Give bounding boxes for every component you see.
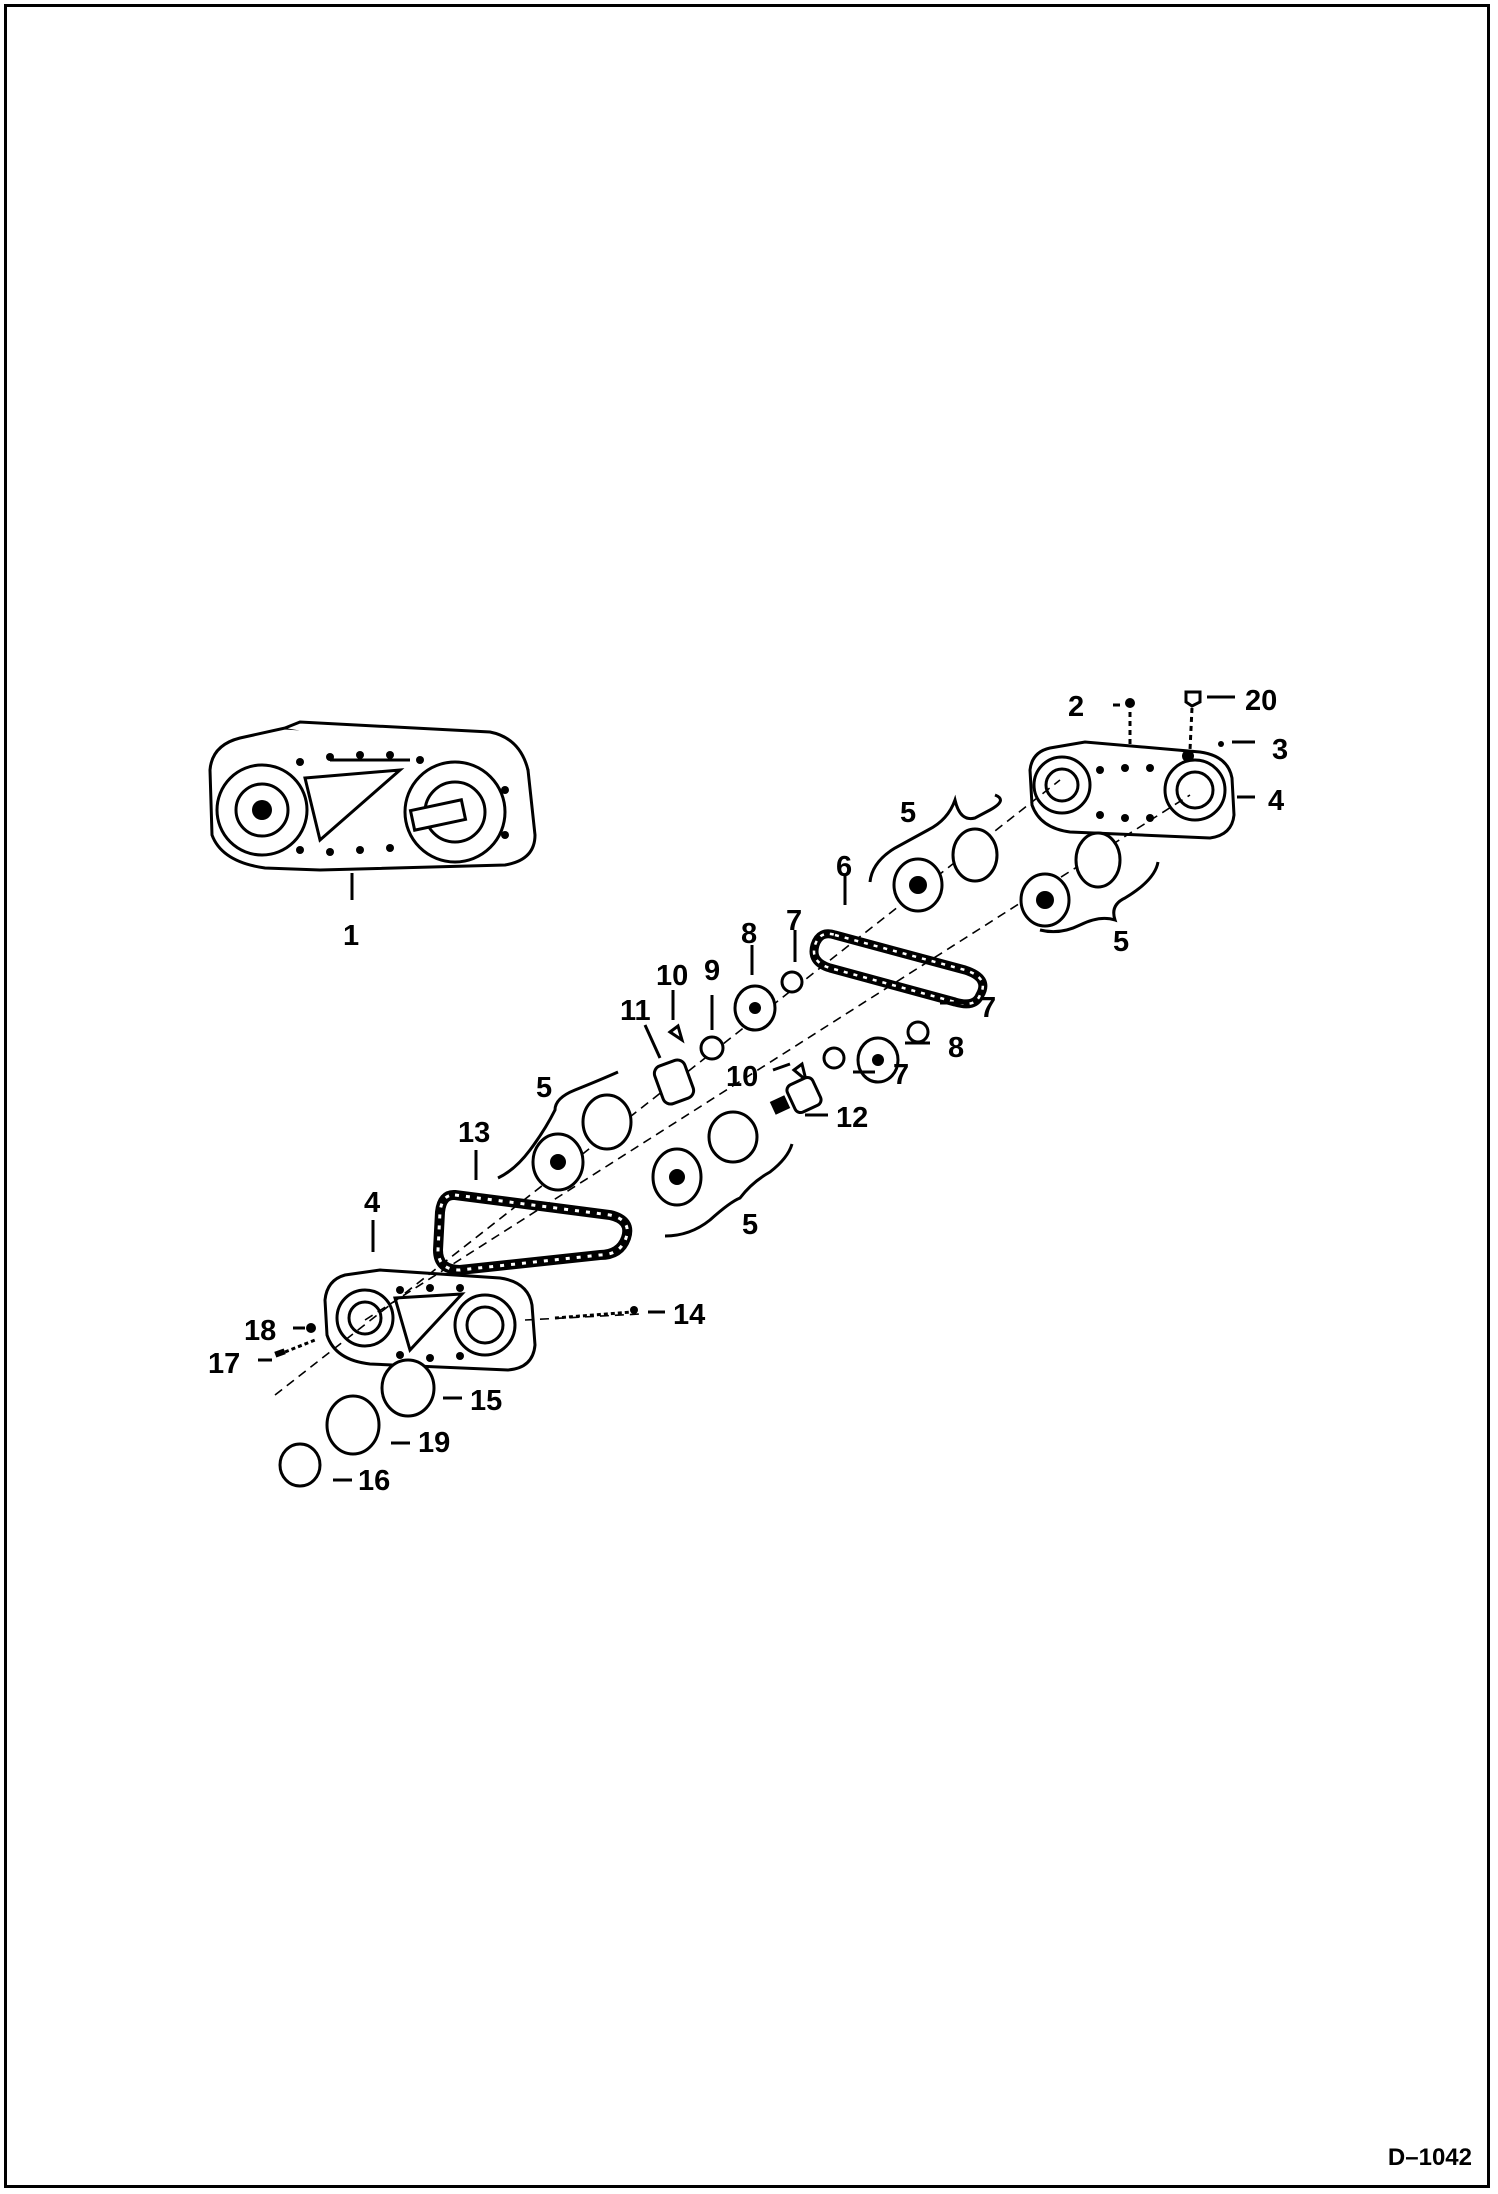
callout-10-lower: 10 [726, 1061, 758, 1093]
callout-3: 3 [1272, 734, 1288, 766]
callout-5-upper-left: 5 [900, 797, 916, 829]
drawing-number: D–1042 [1387, 2144, 1472, 2171]
callout-labels: 1 2 3 4 4 5 5 5 5 6 7 7 7 8 8 9 10 10 11… [208, 685, 1288, 1497]
leader-lines [258, 695, 1255, 1482]
callout-8-upper: 8 [741, 918, 757, 950]
callout-7-lower: 7 [893, 1059, 909, 1091]
diagram-border [4, 4, 1490, 2188]
bearing-cones [531, 857, 1071, 1207]
callout-17: 17 [208, 1348, 240, 1380]
callout-5-upper-right: 5 [1113, 926, 1129, 958]
assembled-chaincase [208, 720, 537, 900]
callout-15: 15 [470, 1385, 502, 1417]
callout-1: 1 [343, 920, 359, 952]
seals-and-hardware [274, 1306, 638, 1488]
callout-9: 9 [704, 955, 720, 987]
callout-19: 19 [418, 1427, 450, 1459]
callout-4-upper: 4 [1268, 785, 1284, 817]
callout-13: 13 [458, 1117, 490, 1149]
callout-11: 11 [620, 995, 651, 1027]
callout-7-top: 7 [786, 905, 802, 937]
bearing-cups [581, 827, 1122, 1164]
callout-12: 12 [836, 1102, 868, 1134]
callout-4-lower: 4 [364, 1187, 380, 1219]
drive-chain-lower [432, 1189, 633, 1276]
callout-14: 14 [673, 1299, 705, 1331]
sprockets [733, 984, 900, 1084]
callout-16: 16 [358, 1465, 390, 1497]
drive-chain-upper [809, 929, 988, 1009]
callout-2: 2 [1068, 691, 1084, 723]
case-half-lower [323, 1268, 537, 1372]
case-half-upper [1028, 690, 1236, 840]
callout-18: 18 [244, 1315, 276, 1347]
callout-7-right: 7 [980, 992, 996, 1024]
shafts-and-keys [652, 1023, 823, 1115]
callout-10-upper: 10 [656, 960, 688, 992]
callout-20: 20 [1245, 685, 1277, 717]
callout-8-lower: 8 [948, 1032, 964, 1064]
spacers [699, 970, 930, 1070]
callout-5-lower-right: 5 [742, 1209, 758, 1241]
callout-6: 6 [836, 851, 852, 883]
callout-5-lower-left: 5 [536, 1072, 552, 1104]
